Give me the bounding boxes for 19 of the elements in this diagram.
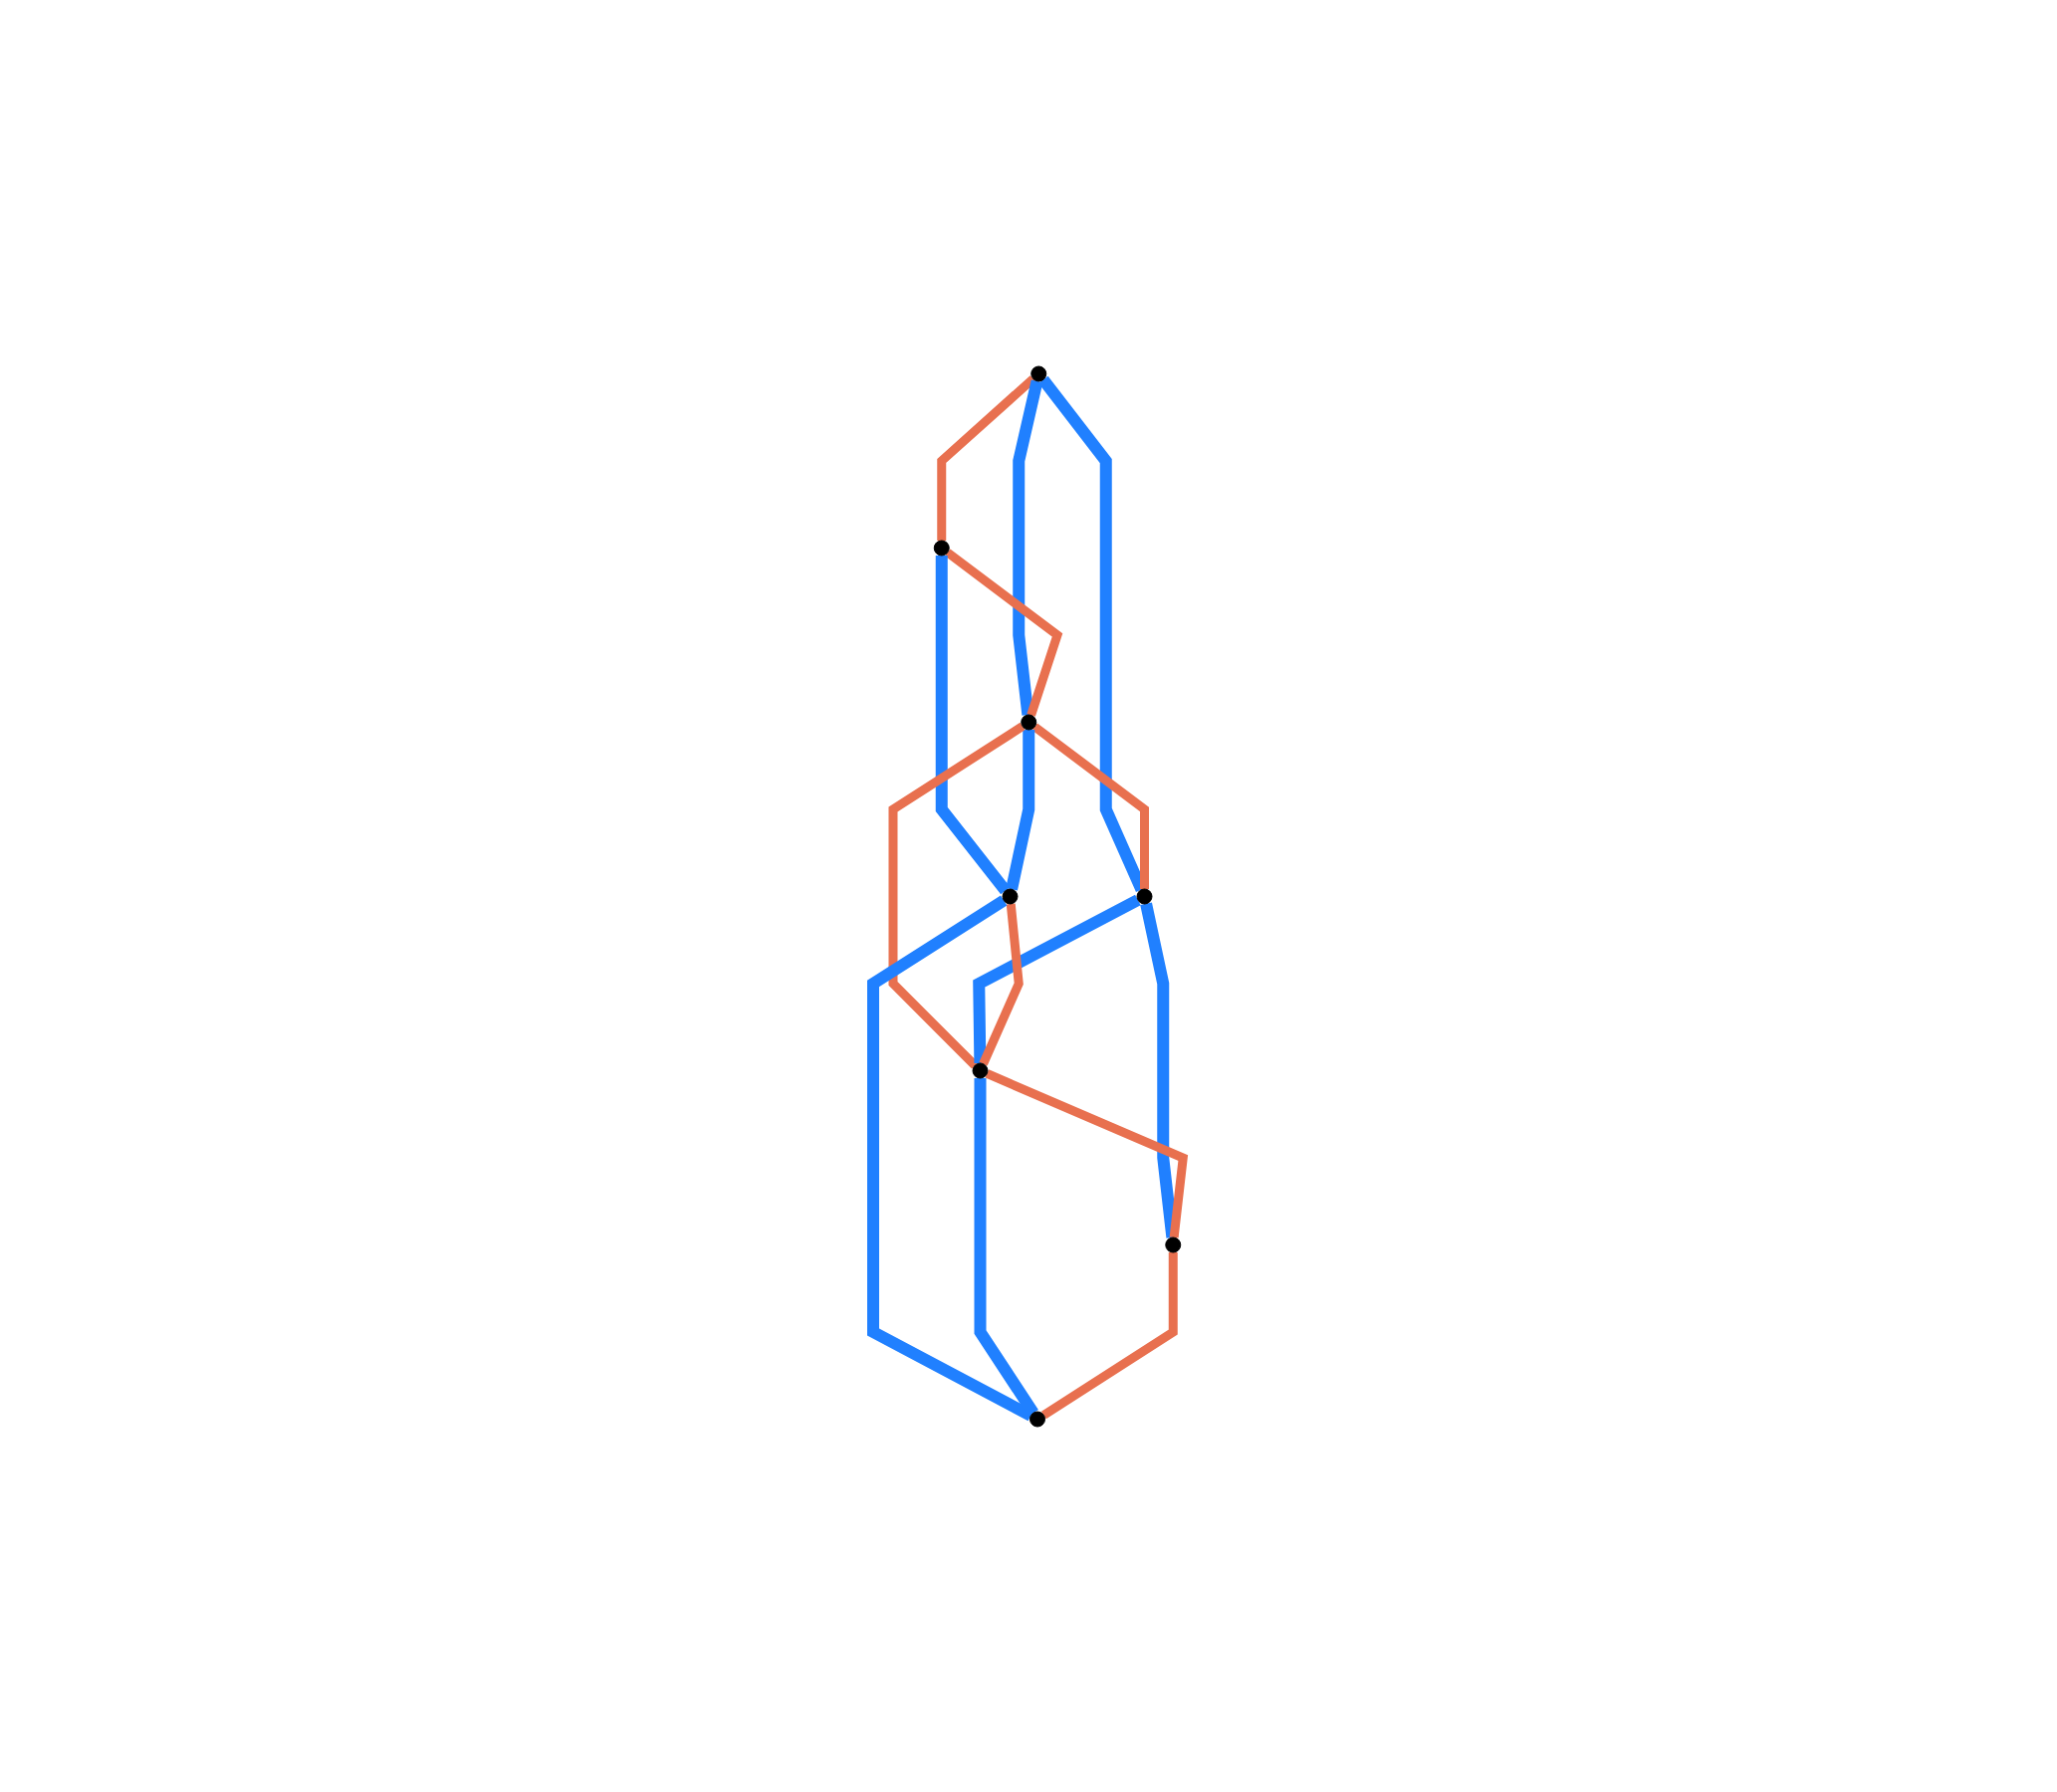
node-circle <box>934 540 951 556</box>
node-circle <box>1165 1236 1182 1252</box>
connector <box>1006 729 1035 890</box>
node-circle <box>1030 365 1047 381</box>
connector <box>1031 722 1150 889</box>
node-circle <box>1002 888 1019 904</box>
connector <box>986 1068 1189 1238</box>
connector <box>1041 1251 1179 1419</box>
node-circle <box>1021 714 1037 730</box>
connector <box>888 722 1026 1068</box>
node-circle <box>972 1062 989 1078</box>
connector <box>973 894 1142 1063</box>
connector <box>1013 378 1043 716</box>
connector <box>945 548 1063 717</box>
node-circle <box>1029 1411 1046 1427</box>
node-circle <box>1136 888 1153 904</box>
connector <box>936 555 1011 894</box>
connector <box>974 1077 1039 1417</box>
connector <box>979 903 1025 1065</box>
